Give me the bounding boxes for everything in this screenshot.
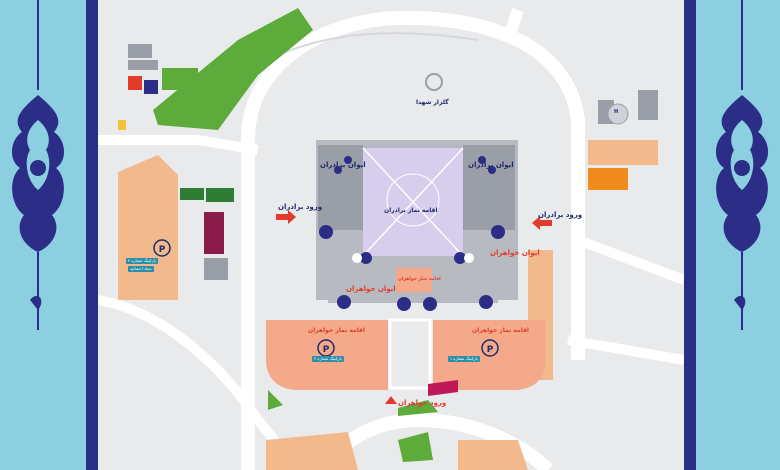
sisters-prayer-hall-west	[266, 320, 388, 390]
parking-2-label: پارکینگ شماره ۳	[312, 356, 344, 363]
sisters-prayer-center-label: اقامه نماز خواهران	[398, 277, 441, 282]
svg-text:P: P	[159, 245, 166, 255]
svg-text:P: P	[323, 345, 330, 355]
left-ornament-icon	[11, 0, 65, 330]
right-decorative-panel	[696, 0, 780, 470]
brothers-prayer-hall-label: اقامه نماز برادران	[384, 207, 438, 214]
sisters-prayer-hall-east-label: اقامه نماز خواهران	[472, 327, 529, 334]
sisters-entrance-label: ورود خواهران	[398, 399, 447, 407]
map-graphics: P P P	[98, 8, 684, 470]
east-wing	[463, 145, 515, 230]
sisters-prayer-hall-east	[433, 320, 546, 390]
brothers-porch-west-label: ایوان برادران	[320, 161, 366, 169]
sisters-prayer-hall-west-label: اقامه نماز خواهران	[308, 327, 365, 334]
parking-4-label-line1: پارکینگ شماره ۴	[126, 258, 158, 265]
parking-4-label-line2: ستاد احصائیه	[128, 266, 154, 273]
right-ornament-icon	[715, 0, 769, 330]
left-decorative-panel	[0, 0, 86, 470]
brothers-entrance-east-label: ورود برادران	[538, 211, 583, 219]
brothers-porch-east-label: ایوان برادران	[468, 161, 514, 169]
parking-1-label: پارکینگ شماره ۱	[448, 356, 480, 363]
svg-text:P: P	[487, 345, 494, 355]
brothers-entrance-west-label: ورود برادران	[278, 203, 323, 211]
parking-4-area	[118, 155, 178, 300]
west-wing	[318, 145, 363, 230]
green-park-north	[153, 8, 313, 130]
sisters-porch-east-label: ایوان خواهران	[490, 249, 540, 257]
shrine-site-map: P P P ایوان برادران ایوان برادران ایوان خو…	[98, 0, 684, 470]
sisters-porch-west-label: ایوان خواهران	[346, 285, 396, 293]
helipad-label: H	[614, 109, 619, 115]
martyrs-plaza-label: گلزار شهدا	[416, 99, 449, 106]
